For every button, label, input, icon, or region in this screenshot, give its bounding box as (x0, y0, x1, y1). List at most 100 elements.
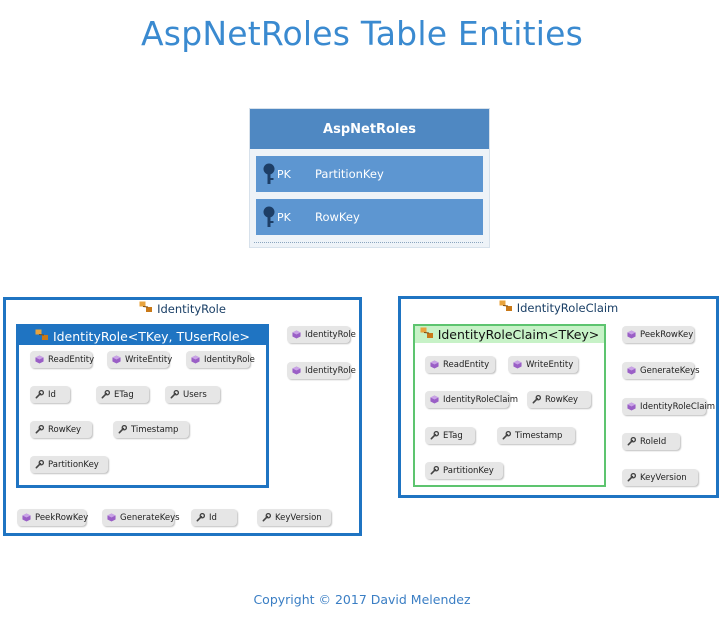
table-header: AspNetRoles (250, 109, 489, 149)
purple-cube-icon (627, 366, 636, 375)
member-label: WriteEntity (125, 354, 173, 365)
class-title: IdentityRole (157, 301, 226, 316)
wrench-icon (430, 431, 439, 440)
class-member: WriteEntity (107, 351, 173, 368)
purple-cube-icon (292, 330, 301, 339)
member-label: Timestamp (131, 424, 179, 435)
purple-cube-icon (430, 395, 439, 404)
wrench-icon (532, 395, 541, 404)
class-member: ReadEntity (30, 351, 95, 368)
member-label: ReadEntity (48, 354, 95, 365)
class-member: RoleId (622, 433, 680, 450)
member-label: GenerateKeys (120, 512, 180, 523)
member-label: Id (48, 389, 56, 400)
member-label: Id (209, 512, 217, 523)
class-icon (420, 327, 434, 342)
identityroleclaim-generic-class: IdentityRoleClaim<TKey> ReadEntity WriteE… (413, 324, 606, 487)
identityroleclaim-class: IdentityRoleClaim IdentityRoleClaim<TKey… (398, 296, 719, 498)
class-member: ETag (425, 427, 475, 444)
purple-cube-icon (627, 330, 636, 339)
class-member: ETag (96, 386, 149, 403)
class-header: IdentityRoleClaim (401, 299, 716, 316)
member-label: IdentityRole (305, 329, 356, 340)
member-label: PartitionKey (48, 459, 99, 470)
wrench-icon (118, 425, 127, 434)
wrench-icon (101, 390, 110, 399)
class-icon (420, 327, 433, 338)
class-header: IdentityRole (6, 300, 359, 317)
class-icon (139, 301, 153, 316)
copyright-text: Copyright © 2017 David Melendez (253, 592, 471, 607)
key-icon (263, 206, 275, 227)
member-label: IdentityRole (305, 365, 356, 376)
member-label: ReadEntity (443, 359, 490, 370)
class-icon (35, 329, 49, 344)
identityrole-generic-class: IdentityRole<TKey, TUserRole> ReadEntity… (16, 324, 269, 488)
member-label: GenerateKeys (640, 365, 700, 376)
purple-cube-icon (191, 355, 200, 364)
class-member: Id (30, 386, 70, 403)
wrench-icon (196, 513, 205, 522)
class-member: KeyVersion (257, 509, 331, 526)
class-member: WriteEntity (508, 356, 578, 373)
member-label: ETag (114, 389, 134, 400)
key-icon (263, 163, 275, 184)
member-label: Timestamp (515, 430, 563, 441)
class-member: RowKey (30, 421, 92, 438)
wrench-icon (502, 431, 511, 440)
field-name: PartitionKey (315, 167, 384, 181)
class-member: Id (191, 509, 237, 526)
class-icon (499, 300, 513, 315)
member-label: PartitionKey (443, 465, 494, 476)
wrench-icon (262, 513, 271, 522)
member-label: KeyVersion (640, 472, 687, 483)
member-label: IdentityRoleClaim (443, 394, 519, 405)
generic-class-header: IdentityRole<TKey, TUserRole> (19, 327, 266, 345)
purple-cube-icon (430, 360, 439, 369)
class-icon (499, 300, 512, 311)
purple-cube-icon (627, 402, 636, 411)
class-member: IdentityRole (186, 351, 255, 368)
class-member: KeyVersion (622, 469, 698, 486)
wrench-icon (430, 466, 439, 475)
generic-class-title: IdentityRole<TKey, TUserRole> (52, 328, 251, 344)
wrench-icon (35, 460, 44, 469)
table-field-row: PK RowKey (256, 199, 483, 235)
purple-cube-icon (513, 360, 522, 369)
class-member: Timestamp (113, 421, 189, 438)
member-label: KeyVersion (275, 512, 322, 523)
member-label: IdentityRole (204, 354, 255, 365)
class-member: IdentityRole (287, 362, 356, 379)
class-member: ReadEntity (425, 356, 495, 373)
member-label: Users (183, 389, 207, 400)
wrench-icon (35, 390, 44, 399)
member-label: RowKey (545, 394, 579, 405)
purple-cube-icon (112, 355, 121, 364)
class-member: IdentityRoleClaim (622, 398, 715, 415)
generic-class-title: IdentityRoleClaim<TKey> (437, 327, 600, 342)
class-member: PartitionKey (30, 456, 108, 473)
class-member: PeekRowKey (622, 326, 694, 343)
field-name: RowKey (315, 210, 360, 224)
class-member: Timestamp (497, 427, 575, 444)
class-icon (139, 301, 153, 312)
wrench-icon (627, 437, 636, 446)
wrench-icon (627, 473, 636, 482)
purple-cube-icon (292, 366, 301, 375)
table-field-row: PK PartitionKey (256, 156, 483, 192)
class-title: IdentityRoleClaim (516, 300, 619, 315)
purple-cube-icon (35, 355, 44, 364)
wrench-icon (35, 425, 44, 434)
pk-tag: PK (277, 167, 291, 181)
class-icon (35, 329, 48, 340)
generic-class-header: IdentityRoleClaim<TKey> (415, 326, 604, 343)
class-member: IdentityRole (287, 326, 356, 343)
class-member: Users (165, 386, 220, 403)
table-divider (254, 242, 483, 243)
member-label: PeekRowKey (640, 329, 694, 340)
purple-cube-icon (107, 513, 116, 522)
class-member: GenerateKeys (102, 509, 180, 526)
class-member: RowKey (527, 391, 591, 408)
member-label: RoleId (640, 436, 667, 447)
pk-tag: PK (277, 210, 291, 224)
